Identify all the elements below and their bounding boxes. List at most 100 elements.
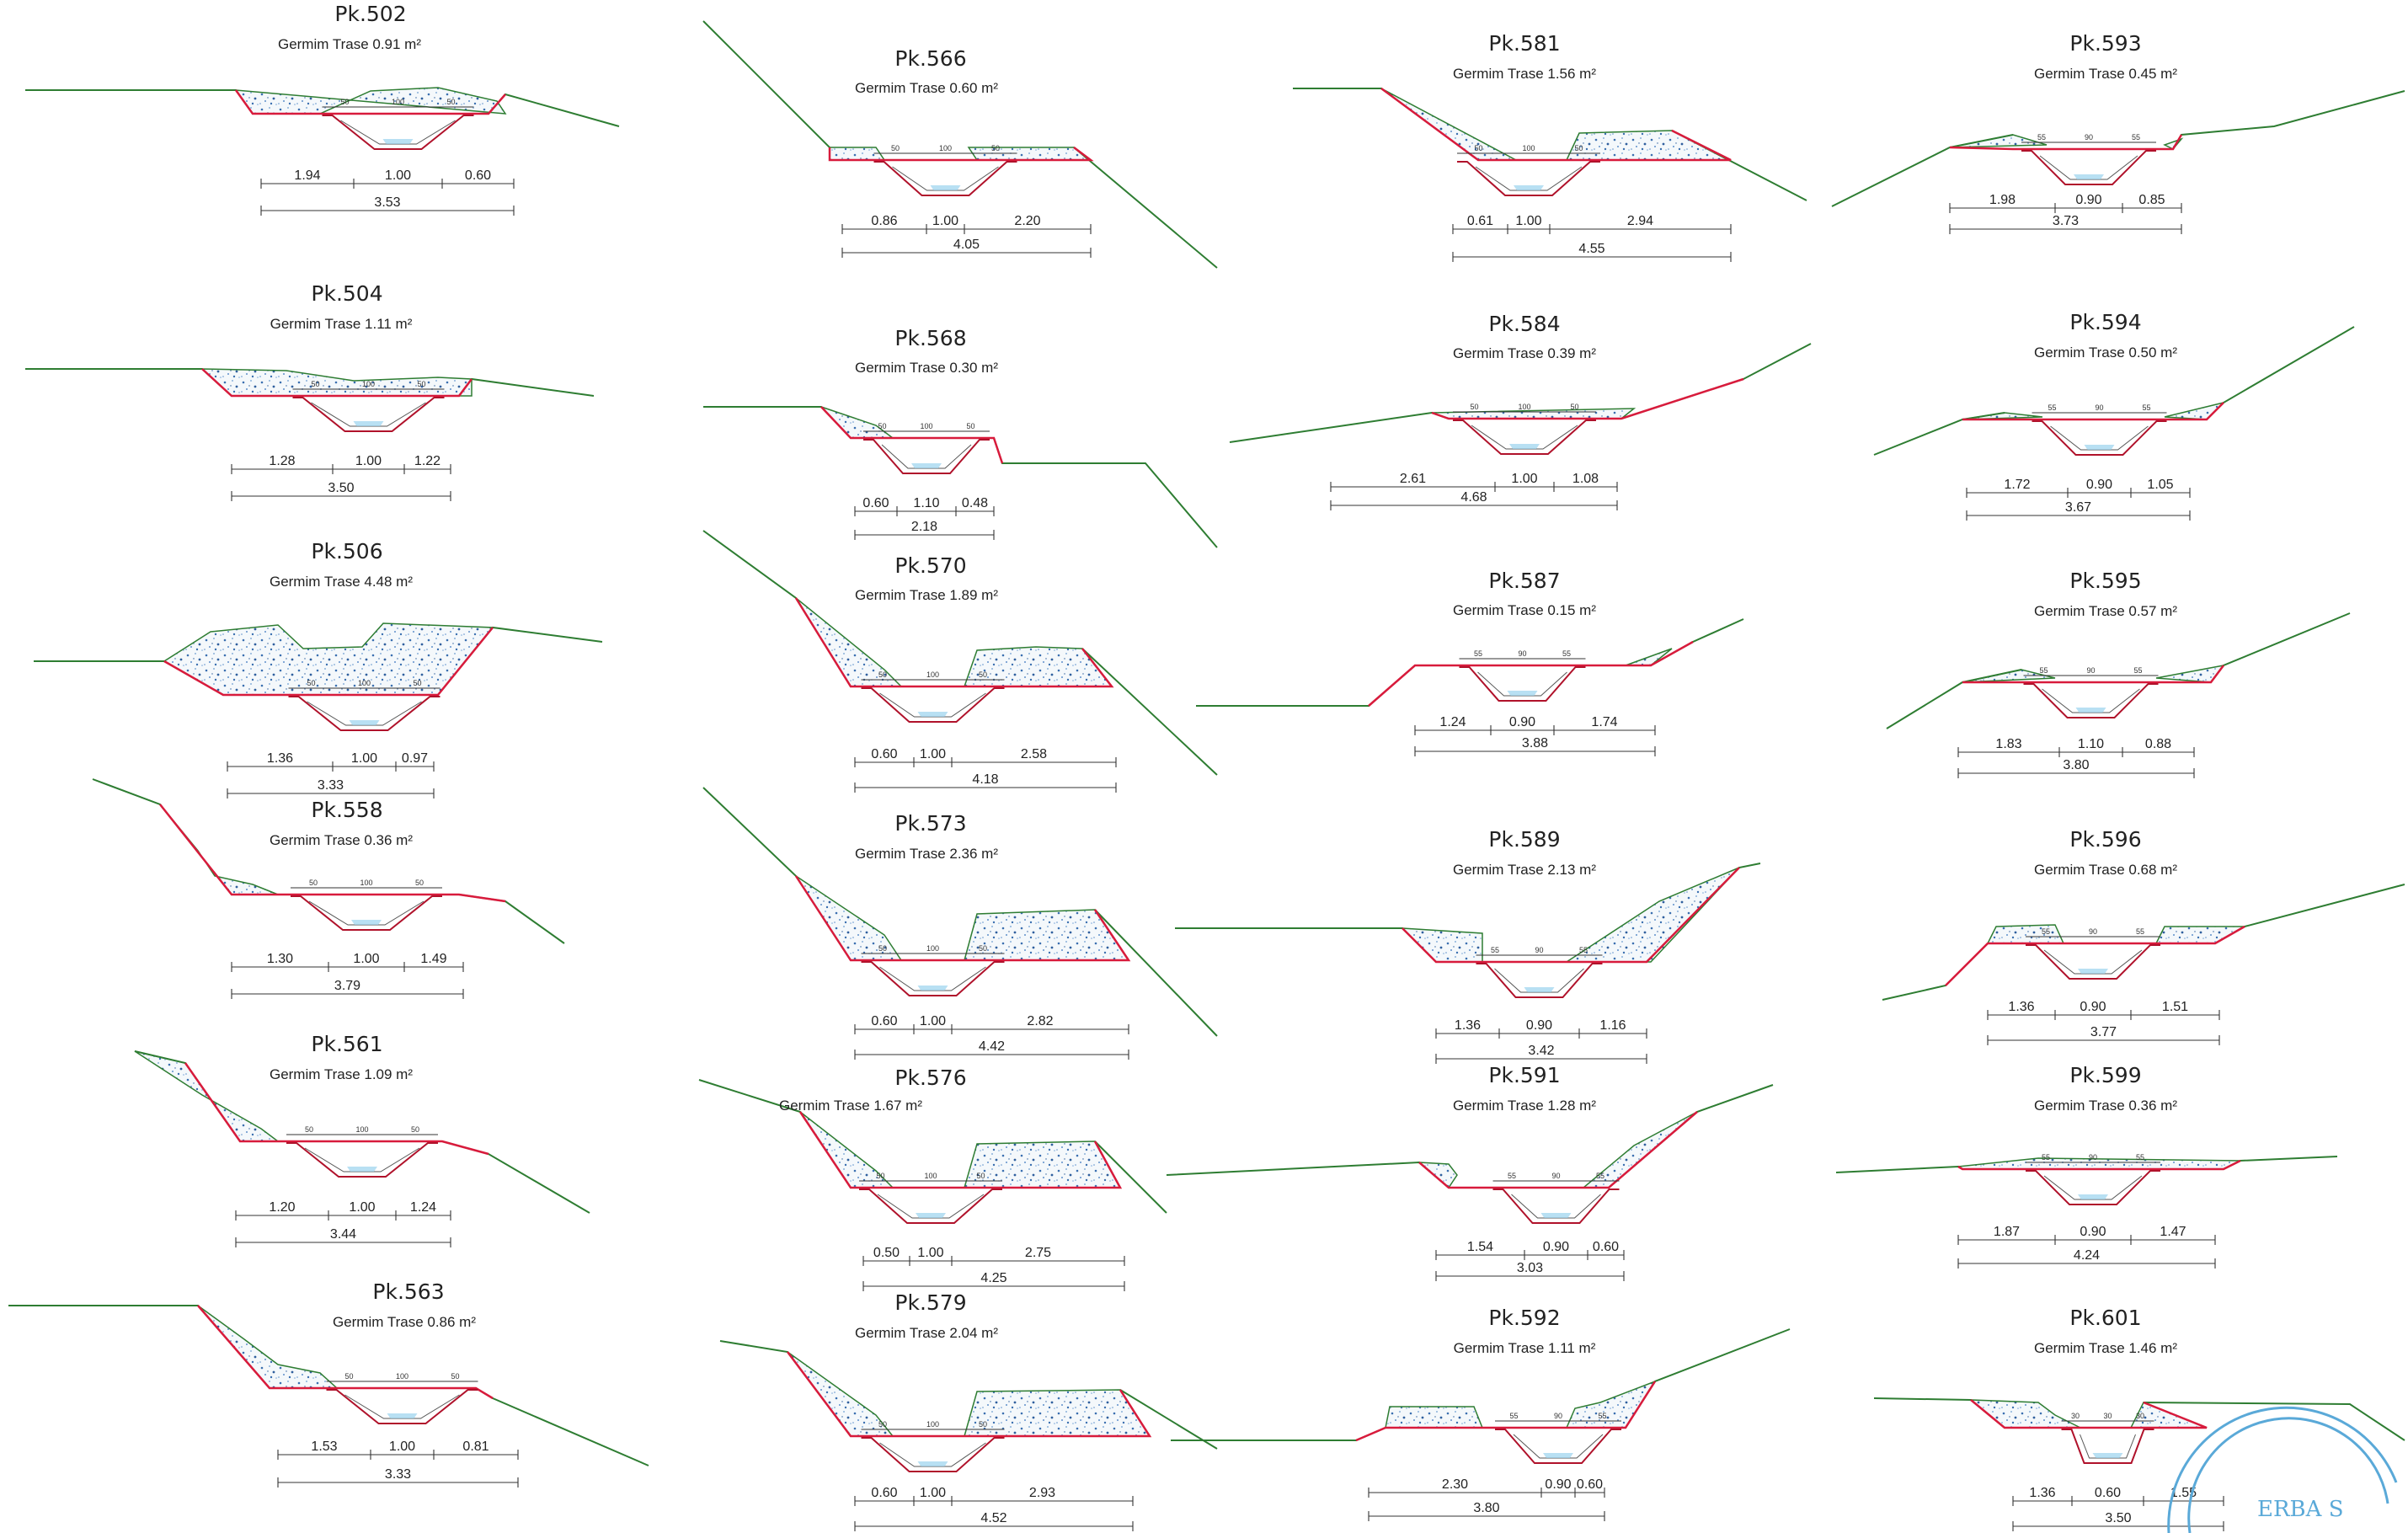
ground-line-left (25, 368, 232, 397)
excavation-fill (1431, 408, 1636, 419)
trench-outline (820, 406, 1004, 464)
total-dimension: 3.77 (2090, 1025, 2117, 1039)
drain-channel (2026, 1170, 2160, 1205)
segment-dimension: 0.88 (2145, 737, 2171, 751)
trench-outline (794, 597, 1114, 688)
channel-dim-label: 50 (305, 1125, 313, 1134)
segment-dimension: 0.48 (962, 496, 988, 510)
channel-dim-label: 55 (2136, 927, 2144, 936)
drain-channel (1459, 666, 1586, 702)
segment-dimension: 0.60 (871, 1014, 897, 1028)
ground-line-right (993, 437, 1218, 548)
approval-stamp: ERBA S (2167, 1406, 2398, 1533)
ground-line-right (2206, 326, 2355, 420)
segment-dimension: 1.00 (355, 454, 382, 468)
segment-dimension: 1.05 (2147, 478, 2173, 492)
channel-dim-label: 50 (878, 422, 886, 430)
trench-outline (184, 1062, 489, 1156)
section-area: Germim Trase 0.30 m² (855, 360, 998, 376)
ground-line-right (2223, 1156, 2338, 1170)
segment-dimension: 0.90 (1526, 1018, 1552, 1033)
channel-dim-label: 100 (362, 380, 375, 388)
channel-dim-label: 100 (939, 144, 952, 152)
section-area: Germim Trase 1.09 m² (270, 1066, 413, 1082)
channel-dim-label: 50 (1470, 403, 1478, 411)
segment-dimension: 1.00 (917, 1246, 943, 1260)
channel-dim-label: 55 (2133, 666, 2142, 675)
segment-dimension: 0.60 (871, 1486, 897, 1500)
drain-channel (859, 1188, 1002, 1224)
water-level (917, 986, 948, 991)
drain-channel (292, 397, 445, 432)
total-dimension: 4.24 (2074, 1248, 2100, 1263)
total-dimension: 3.80 (2063, 758, 2089, 772)
trench-outline (1418, 1111, 1698, 1189)
ground-line-left (1229, 411, 1450, 443)
water-level (911, 463, 942, 468)
ground-line-left (1171, 1427, 1386, 1441)
channel-dim-label: 90 (2086, 666, 2095, 675)
segment-dimension: 2.94 (1627, 214, 1653, 228)
channel-dim-label: 55 (2132, 133, 2140, 142)
drain-channel (2021, 150, 2156, 185)
segment-dimension: 0.61 (1467, 214, 1493, 228)
channel-dim-label: 90 (2085, 133, 2093, 142)
trench-outline (1402, 867, 1740, 964)
section-title: Pk.570 (894, 553, 966, 578)
ground-line-right (1073, 147, 1218, 269)
channel-dim-label: 30 (2103, 1412, 2112, 1420)
section-area: Germim Trase 1.11 m² (1454, 1340, 1596, 1356)
channel-dim-label: 50 (307, 679, 315, 687)
drain-channel (2061, 1429, 2154, 1464)
section-area: Germim Trase 0.45 m² (2034, 66, 2177, 82)
drain-channel (1495, 1429, 1621, 1464)
drain-channel (2023, 683, 2159, 718)
section-area: Germim Trase 1.46 m² (2034, 1340, 2177, 1356)
excavation-fill (1564, 867, 1740, 963)
section-area: Germim Trase 0.36 m² (270, 832, 413, 848)
water-level (917, 1461, 948, 1466)
segment-dimension: 1.51 (2162, 1000, 2188, 1014)
water-level (2084, 445, 2115, 450)
drain-channel (1476, 963, 1603, 998)
channel-dim-label: 55 (1491, 946, 1499, 954)
section-title: Pk.576 (894, 1066, 966, 1090)
water-level (1509, 444, 1540, 449)
trench-outline (794, 875, 1131, 962)
segment-dimension: 1.00 (389, 1440, 415, 1454)
channel-dim-label: 55 (2142, 403, 2150, 412)
segment-dimension: 1.00 (1515, 214, 1541, 228)
trench-outline (1957, 1159, 2241, 1171)
trench-outline (1380, 87, 1732, 162)
total-dimension: 3.80 (1473, 1501, 1499, 1515)
drain-channel (861, 961, 1005, 996)
channel-dim-label: 50 (1574, 144, 1583, 152)
total-dimension: 4.42 (979, 1039, 1005, 1054)
channel-dim-label: 100 (358, 679, 371, 687)
excavation-fill (1380, 88, 1517, 161)
channel-dim-label: 90 (1518, 649, 1526, 658)
drain-channel (2032, 420, 2167, 456)
excavation-fill (159, 804, 279, 895)
water-level (2074, 174, 2104, 179)
section-title: Pk.573 (894, 811, 966, 836)
section-title: Pk.596 (2069, 827, 2141, 852)
segment-dimension: 1.36 (267, 751, 293, 766)
segment-dimension: 1.00 (920, 747, 946, 761)
drain-channel (863, 439, 990, 474)
segment-dimension: 1.00 (1511, 472, 1537, 486)
channel-dim-label: 50 (411, 1125, 419, 1134)
channel-dim-label: 90 (1535, 946, 1543, 954)
segment-dimension: 1.22 (414, 454, 440, 468)
drain-channel (2026, 944, 2160, 980)
trench-outline (197, 1305, 494, 1400)
